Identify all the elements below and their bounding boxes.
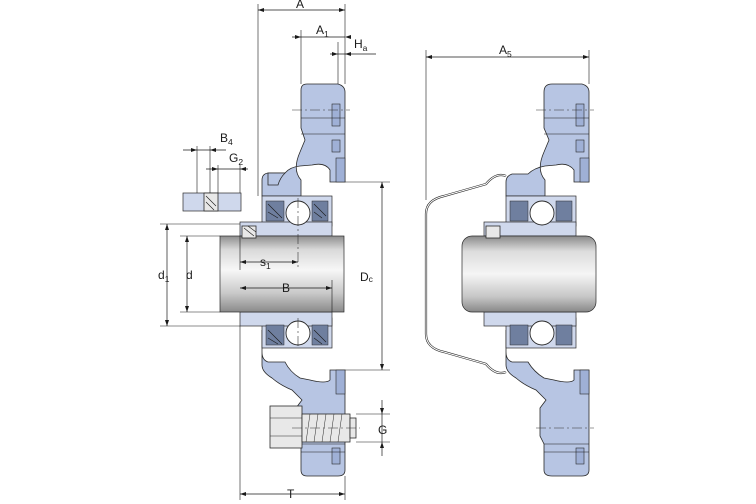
label-s1: s1 xyxy=(260,255,271,271)
label-B4: B4 xyxy=(220,131,233,147)
label-Ha: Ha xyxy=(354,37,368,53)
label-d: d xyxy=(186,268,193,282)
set-screw-detail xyxy=(182,146,242,212)
dimension-labels: A A1 Ha A5 B4 G2 d1 d s1 B Dc G T xyxy=(158,0,512,501)
label-B: B xyxy=(282,281,290,295)
label-Dc: Dc xyxy=(360,270,374,284)
right-covered-view xyxy=(424,83,597,477)
dimension-arrows xyxy=(165,8,589,496)
label-A5: A5 xyxy=(499,43,512,59)
left-section-view xyxy=(219,83,360,477)
label-G2: G2 xyxy=(229,151,243,167)
label-A1: A1 xyxy=(316,23,329,39)
housing-lower-right xyxy=(505,330,590,477)
housing-upper xyxy=(261,83,346,197)
shaft-right xyxy=(461,235,597,313)
label-T: T xyxy=(287,487,295,501)
label-d1: d1 xyxy=(158,268,170,284)
label-A: A xyxy=(296,0,304,11)
shaft-left xyxy=(219,235,345,313)
label-G: G xyxy=(378,423,387,437)
housing-upper-right xyxy=(505,83,590,197)
